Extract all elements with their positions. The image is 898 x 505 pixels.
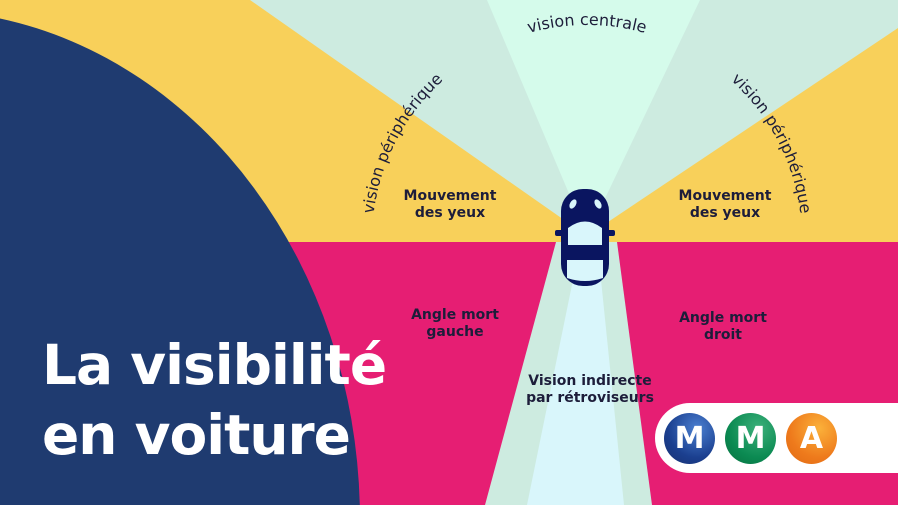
mirror-inner-cone — [527, 270, 624, 505]
logo-ball-a: A — [786, 413, 837, 464]
mma-logo: M M A — [655, 403, 898, 473]
car-icon — [555, 189, 615, 286]
logo-ball-m1: M — [664, 413, 715, 464]
logo-ball-m2: M — [725, 413, 776, 464]
navy-circle — [0, 18, 360, 505]
central-vision-cone — [487, 0, 700, 236]
